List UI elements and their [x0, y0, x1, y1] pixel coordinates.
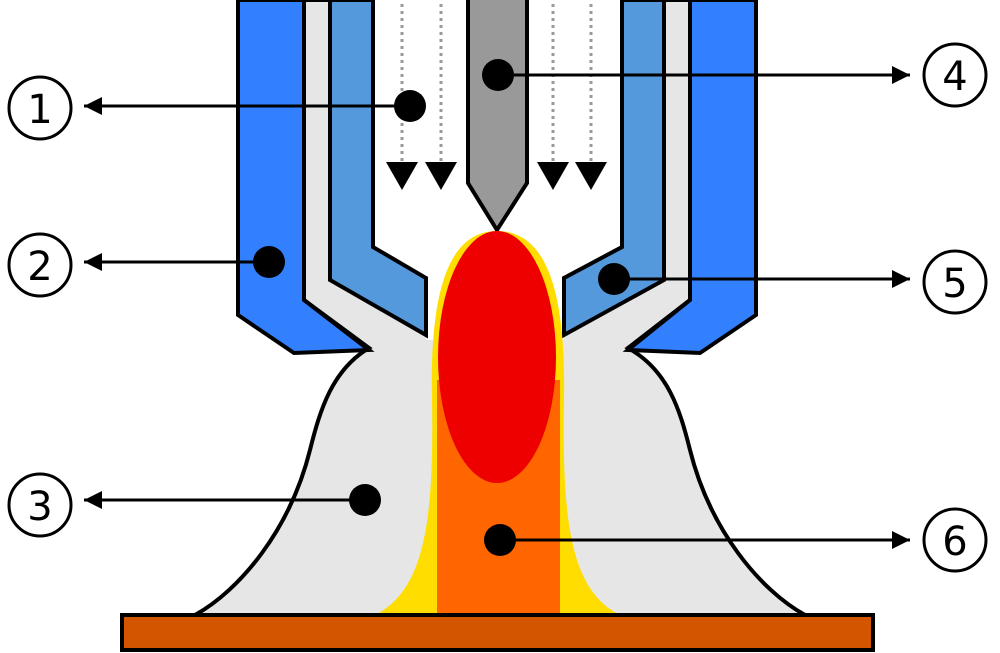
- pointer-dot-6: [484, 524, 516, 556]
- flow-arrowhead: [575, 162, 607, 190]
- label-circle-1: [7, 75, 73, 141]
- pointer-dot-5: [598, 263, 630, 295]
- label-6: 6: [942, 519, 967, 565]
- label-circle-3: [7, 472, 73, 538]
- label-4: 4: [942, 54, 967, 100]
- tungsten-electrode: [466, 0, 529, 234]
- pointer-dot-2: [253, 246, 285, 278]
- inner-nozzle-left: [328, 0, 428, 339]
- label-circle-5: [922, 249, 988, 315]
- flow-arrowhead: [425, 162, 457, 190]
- label-3: 3: [27, 484, 52, 530]
- pointer-dot-1: [394, 90, 426, 122]
- label-circle-2: [7, 232, 73, 298]
- inner-nozzle-right: [562, 0, 666, 339]
- arc-hot-zone: [438, 231, 556, 483]
- pointer-dot-3: [349, 484, 381, 516]
- flow-arrowhead: [537, 162, 569, 190]
- workpiece: [120, 613, 875, 652]
- label-2: 2: [27, 244, 52, 290]
- gas-flow-arrows: [386, 4, 607, 190]
- outer-nozzle-right: [622, 0, 758, 356]
- label-circle-4: [922, 42, 988, 108]
- label-1: 1: [27, 87, 52, 133]
- label-5: 5: [942, 261, 967, 307]
- label-circle-6: [922, 507, 988, 573]
- flow-arrowhead: [386, 162, 418, 190]
- pointer-dot-4: [482, 59, 514, 91]
